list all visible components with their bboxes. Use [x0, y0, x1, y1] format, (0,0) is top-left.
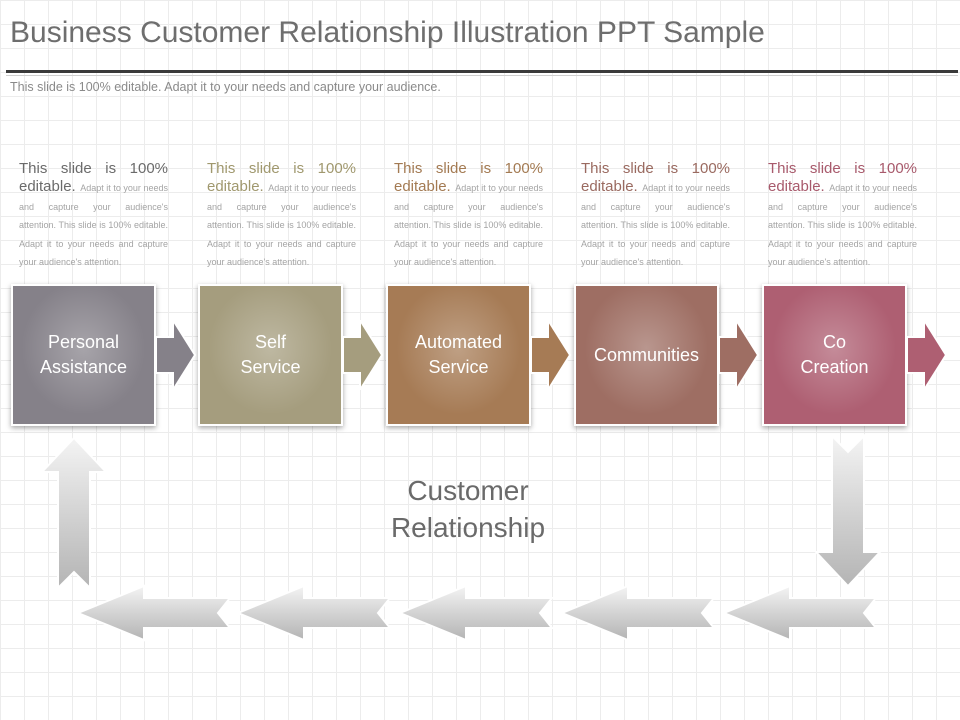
arrow-left-icon	[397, 584, 555, 642]
step-label-line: Personal	[47, 332, 120, 353]
step-description-heading: This slide is 100% editable.	[768, 160, 917, 196]
step-box-communities: Communities	[574, 284, 719, 426]
step-description-4: This slide is 100% editable. Adapt it to…	[581, 160, 730, 270]
step-label: Automated Service	[409, 330, 508, 380]
step-description-body: Adapt it to your needs and capture your …	[581, 183, 730, 267]
step-label: Communities	[588, 343, 705, 368]
step-description-body: Adapt it to your needs and capture your …	[19, 183, 168, 267]
step-label: Personal Assistance	[34, 330, 133, 380]
step-description-heading: This slide is 100% editable.	[581, 160, 730, 196]
step-description-body: Adapt it to your needs and capture your …	[768, 183, 917, 267]
step-arrow-right-icon	[531, 320, 571, 390]
step-arrow-shape	[343, 320, 383, 390]
step-label: Self Service	[234, 330, 306, 380]
step-box-personal-assistance: Personal Assistance	[11, 284, 156, 426]
arrow-up-icon	[39, 436, 109, 591]
slide-subtitle: This slide is 100% editable. Adapt it to…	[10, 80, 441, 94]
step-arrow-right-icon	[719, 320, 759, 390]
center-label-line: Relationship	[390, 512, 546, 544]
step-description-2: This slide is 100% editable. Adapt it to…	[207, 160, 356, 270]
arrow-left-icon	[559, 584, 717, 642]
step-arrow-shape	[156, 320, 196, 390]
step-label-line: Automated	[414, 332, 503, 353]
step-arrow-right-icon	[907, 320, 947, 390]
step-label-line: Communities	[593, 344, 700, 365]
step-arrow-shape	[907, 320, 947, 390]
arrow-left-icon	[235, 584, 393, 642]
step-description-heading: This slide is 100% editable.	[394, 160, 543, 196]
step-description-1: This slide is 100% editable. Adapt it to…	[19, 160, 168, 270]
step-box-automated-service: Automated Service	[386, 284, 531, 426]
step-box-co-creation: Co Creation	[762, 284, 907, 426]
step-label: Co Creation	[794, 330, 874, 380]
title-rule	[6, 70, 958, 73]
step-description-3: This slide is 100% editable. Adapt it to…	[394, 160, 543, 270]
step-description-body: Adapt it to your needs and capture your …	[394, 183, 543, 267]
arrow-down-icon	[813, 433, 883, 588]
step-arrow-shape	[531, 320, 571, 390]
step-description-heading: This slide is 100% editable.	[207, 160, 356, 196]
step-label-line: Self	[254, 332, 287, 353]
center-label-line: Customer	[407, 475, 529, 506]
step-description-heading: This slide is 100% editable.	[19, 160, 168, 196]
step-label-line: Service	[428, 357, 489, 377]
step-arrow-right-icon	[343, 320, 383, 390]
step-label-line: Creation	[800, 357, 869, 377]
slide-title: Business Customer Relationship Illustrat…	[10, 16, 765, 49]
step-label-line: Service	[240, 357, 301, 377]
subtitle-rule	[6, 75, 958, 76]
step-arrow-shape	[719, 320, 759, 390]
center-label: Customer Relationship	[358, 472, 578, 546]
step-box-self-service: Self Service	[198, 284, 343, 426]
arrow-left-icon	[721, 584, 879, 642]
step-label-line: Assistance	[39, 357, 128, 377]
step-label-line: Co	[822, 332, 846, 353]
step-arrow-right-icon	[156, 320, 196, 390]
step-description-5: This slide is 100% editable. Adapt it to…	[768, 160, 917, 270]
step-description-body: Adapt it to your needs and capture your …	[207, 183, 356, 267]
arrow-left-icon	[75, 584, 233, 642]
